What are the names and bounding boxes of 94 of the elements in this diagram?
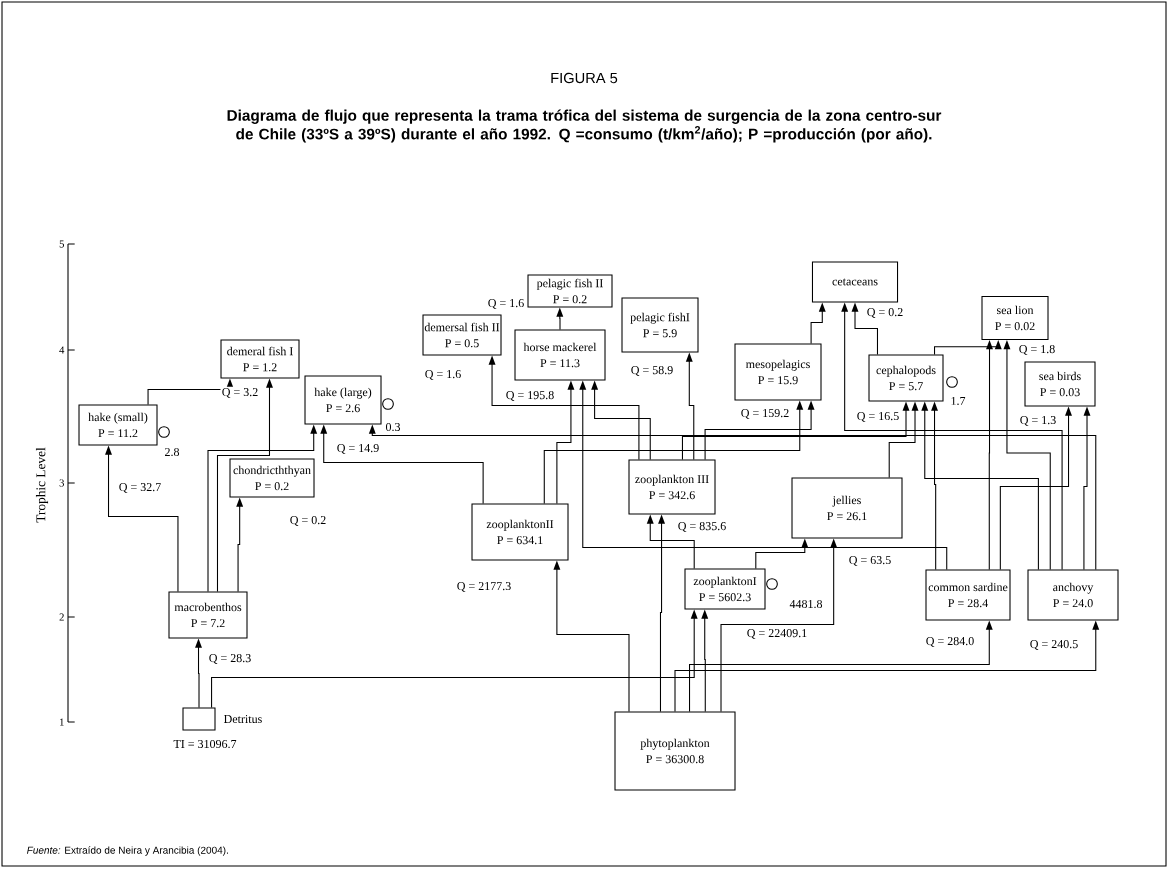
flow-arrow [921, 401, 1039, 570]
consumption-label: Q = 195.8 [504, 389, 556, 403]
consumption-label: Q = 835.6 [676, 520, 728, 534]
flow-arrow [591, 380, 651, 460]
flow-arrow [720, 538, 838, 712]
species-box: demeral fish I P = 1.2 [220, 339, 300, 379]
species-box: horse mackerel P = 11.3 [514, 329, 606, 381]
consumption-label: Q = 240.5 [1028, 638, 1080, 652]
cannibalism-value: 0.3 [384, 421, 402, 433]
species-box: cetaceans [811, 261, 899, 303]
flow-arrow [320, 424, 484, 504]
consumption-label: Q = 32.7 [117, 481, 163, 495]
flow-arrow [810, 302, 826, 344]
consumption-label: Q = 3.2 [220, 386, 260, 400]
value-label: TI = 31096.7 [172, 738, 238, 750]
species-box: hake (small) P = 11.2 [78, 404, 158, 446]
flow-arrow [1003, 340, 1051, 570]
flow-arrow [704, 400, 815, 460]
species-box: pelagic fishI P = 5.9 [621, 297, 699, 353]
flow-arrow [488, 355, 640, 460]
species-box: chondricththyan P = 0.2 [229, 458, 315, 498]
flow-arrow [701, 609, 709, 712]
consumption-label: Q = 2177.3 [455, 580, 513, 594]
cannibalism-value: 2.8 [163, 446, 181, 458]
consumption-label: Q = 28.3 [207, 652, 253, 666]
flow-arrow [888, 401, 919, 478]
flow-arrow [689, 620, 993, 712]
species-box: zooplanktonII P = 634.1 [471, 503, 569, 561]
species-box: pelagic fish II P = 0.2 [527, 274, 613, 308]
species-box: zooplanktonI P = 5602.3 [684, 568, 766, 610]
species-box: anchovy P = 24.0 [1027, 569, 1119, 621]
consumption-label: Q = 0.2 [288, 514, 328, 528]
flow-arrow [147, 378, 234, 405]
flow-arrow [216, 378, 273, 592]
flow-arrow [195, 638, 202, 708]
consumption-label: Q = 22409.1 [745, 627, 809, 641]
flow-arrow [934, 340, 1002, 355]
species-box: hake (large) P = 2.6 [304, 375, 382, 425]
cannibalism-value: 1.7 [949, 395, 967, 407]
tick-label: 4 [59, 346, 65, 354]
consumption-label: Q = 58.9 [629, 364, 675, 378]
flow-arrow [658, 514, 665, 712]
flow-arrow [236, 497, 244, 592]
source-note: Fuente: Extraído de Neira y Arancibia (2004). [27, 846, 228, 856]
tick-label: 2 [59, 613, 64, 621]
flow-arrow [646, 514, 695, 569]
species-box: sea lion P = 0.02 [981, 296, 1049, 340]
tick-label: 5 [59, 240, 64, 248]
consumption-label: Q = 1.6 [486, 297, 526, 311]
flow-arrow [681, 401, 910, 460]
species-box: mesopelagics P = 15.9 [734, 343, 822, 401]
flow-arrow [999, 406, 1072, 570]
consumption-label: Q = 1.8 [1017, 343, 1057, 357]
species-box: cephalopods P = 5.7 [868, 354, 944, 402]
axis-title: Trophic Level [35, 447, 49, 523]
flow-arrow [556, 307, 564, 330]
detritus-box [182, 707, 216, 731]
species-box: zooplankton III P = 342.6 [628, 459, 716, 515]
species-box: phytoplankton P = 36300.8 [614, 711, 736, 791]
flow-arrow [579, 380, 948, 570]
flow-arrow [211, 609, 698, 708]
flow-arrow [543, 400, 804, 504]
figure-heading: Diagrama de flujo que representa la trama trófica del sistema de surgencia de la zona centro-sur de Chile (33ºS a 39ºS) durante el año 1992. Q =consumo (t/km$^{2}$/año); P =producción (por año). [227, 109, 942, 143]
consumption-label: Q = 63.5 [847, 554, 893, 568]
flow-arrow [755, 538, 809, 569]
flow-arrow [931, 401, 938, 570]
flow-arrow [851, 302, 878, 355]
species-box: demersal fish II P = 0.5 [422, 314, 502, 356]
consumption-label: Q = 159.2 [739, 407, 791, 421]
flow-arrow [368, 424, 1097, 570]
node-label: Detritus [222, 713, 264, 725]
flow-arrow [841, 302, 1063, 570]
consumption-label: Q = 0.2 [865, 306, 905, 320]
flow-arrow [685, 352, 695, 460]
consumption-label: Q = 1.6 [423, 368, 463, 382]
consumption-label: Q = 284.0 [924, 635, 976, 649]
consumption-label: Q = 14.9 [335, 442, 381, 456]
flow-arrow [1083, 406, 1091, 570]
consumption-label: Q = 1.3 [1018, 414, 1058, 428]
species-box: jellies P = 26.1 [791, 477, 903, 539]
tick-label: 1 [60, 718, 64, 726]
flow-arrow [207, 424, 318, 592]
flow-arrow [553, 560, 630, 712]
flow-arrow [674, 620, 1100, 712]
flow-arrow [986, 340, 993, 570]
species-box: common sardine P = 28.4 [925, 569, 1011, 621]
species-box: macrobenthos P = 7.2 [168, 591, 248, 639]
tick-label: 3 [59, 479, 64, 487]
flow-arrow [105, 445, 179, 592]
figure-number: FIGURA 5 [551, 72, 618, 84]
consumption-label: Q = 16.5 [855, 410, 901, 424]
flow-arrow [556, 380, 575, 504]
cannibalism-value: 4481.8 [788, 598, 824, 610]
species-box: sea birds P = 0.03 [1024, 361, 1096, 407]
